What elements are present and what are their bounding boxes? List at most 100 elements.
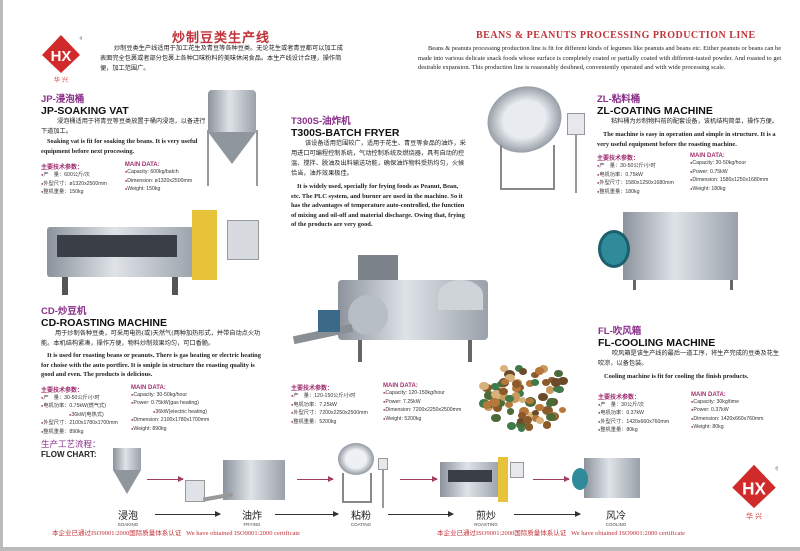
t300s-cn-data: 主要技术参数：产 量：120-150公斤/小时电机功率：7.25kW外型尺寸：7…: [291, 383, 371, 426]
jp-en-data: MAIN DATA:Capacity: 600kg/batchDimension…: [125, 162, 192, 197]
bean: [500, 365, 509, 372]
bean: [519, 407, 530, 416]
flow-frying-image: [185, 455, 295, 510]
jp-en-desc: Soaking vat is fit for soaking the beans…: [41, 138, 198, 155]
bean: [516, 417, 525, 425]
flow-roasting-image: [440, 452, 525, 512]
flow-arrow: [155, 511, 221, 517]
svg-text:®: ®: [775, 465, 778, 472]
t300s-cn-desc: 该设备适用范围较广，适用于花生、青豆等食品的油炸，采用进口可编程控制系统，气动控…: [291, 140, 466, 177]
bean: [496, 399, 506, 407]
cooling-machine-image: [598, 210, 743, 292]
hx-logo-icon: HX 华 兴 ®: [732, 464, 780, 520]
jp-cn-data: 主要技术参数：产 量：600公斤/次外型尺寸：ø1320x2500mm整机重量：…: [41, 162, 107, 197]
bean: [542, 421, 552, 429]
bean: [504, 400, 514, 409]
flow-arrow: [275, 511, 339, 517]
flow-chart-title: 生产工艺流程： FLOW CHART:: [41, 440, 101, 459]
bean: [531, 371, 539, 378]
fl-en-data: MAIN DATA:Capacity: 30kg/timePower: 0.37…: [691, 392, 764, 435]
flow-arrow: [297, 476, 334, 482]
cd-en-name: CD-ROASTING MACHINE: [41, 317, 167, 329]
bean: [524, 423, 534, 431]
bean: [535, 403, 545, 412]
bean: [535, 366, 545, 375]
bean: [479, 381, 489, 390]
flow-arrow: [514, 511, 581, 517]
bean: [518, 368, 527, 376]
jp-cn-desc: 浸泡桶适用于将青豆等豆类放置于桶内浸泡，以备进行下道加工。: [41, 118, 206, 135]
bean: [491, 390, 502, 400]
bean: [546, 412, 556, 421]
fl-en-name: FL-COOLING MACHINE: [598, 337, 716, 349]
cd-section: CD-炒豆机 CD-ROASTING MACHINE 用于炒制各种豆类，可采用电…: [41, 303, 269, 436]
cd-en-desc: It is used for roasting beans or peanuts…: [41, 352, 261, 378]
coated-beans-image: [478, 360, 572, 432]
bean: [505, 373, 516, 383]
t300s-en-data: MAIN DATA:Capacity: 120-150kg/hourPower:…: [383, 383, 461, 426]
bean: [497, 380, 505, 387]
zl-en-desc: The machine is easy in operation and sim…: [597, 131, 776, 148]
t300s-cn-name: T300S-油炸机: [291, 116, 351, 127]
bean: [489, 397, 500, 407]
svg-text:HX: HX: [742, 478, 766, 498]
fl-cn-desc: 吹风箱是该生产线的最后一道工序，将生产完成的豆类及花生吹凉，以备包装。: [598, 350, 780, 367]
bean: [531, 409, 539, 416]
t300s-data: 主要技术参数：产 量：120-150公斤/小时电机功率：7.25kW外型尺寸：7…: [291, 383, 461, 426]
en-intro: Beans & peanuts processing production li…: [418, 45, 782, 71]
bean: [499, 387, 508, 395]
hx-logo-icon: HX华 兴®: [42, 35, 84, 84]
zl-cn-data: 主要技术参数：产 量：30-50公斤/小时电机功率：0.75kW外型尺寸：158…: [597, 153, 682, 196]
soaking-vat-image: [205, 90, 260, 186]
bean: [518, 397, 527, 404]
fl-en-desc: Cooling machine is fit for cooling the f…: [604, 373, 749, 380]
jp-section: JP-浸泡桶 JP-SOAKING VAT 浸泡桶适用于将青豆等豆类放置于桶内浸…: [41, 91, 206, 197]
svg-text:HX: HX: [51, 48, 72, 65]
flow-coating-image: [338, 443, 388, 511]
flow-soaking-image: [113, 448, 141, 503]
fl-cn-name: FL-吹风箱: [598, 326, 642, 337]
bean: [538, 393, 548, 402]
bean: [511, 379, 522, 389]
bean: [509, 393, 521, 404]
fl-cn-data: 主要技术参数：产 量：30公斤/次电机功率：0.37kW外型尺寸：1420x66…: [598, 392, 683, 435]
bean: [501, 378, 509, 386]
bean: [515, 420, 527, 430]
zl-en-data: MAIN DATA:Capacity: 30-50kg/hourPower: 0…: [690, 153, 768, 196]
fl-section: FL-吹风箱 FL-COOLING MACHINE 吹风箱是该生产线的最后一道工…: [598, 323, 783, 435]
bean: [541, 406, 553, 416]
zl-section: ZL-粘料桶 ZL-COATING MACHINE 粘料桶为炒制物料前的配套设备…: [597, 91, 782, 196]
cd-en-data: MAIN DATA:Capacity: 30-50kg/hourPower: 0…: [131, 385, 209, 437]
t300s-en-name: T300S-BATCH FRYER: [291, 127, 400, 139]
bean: [541, 379, 550, 386]
bean: [491, 383, 499, 390]
svg-text:华 兴: 华 兴: [54, 76, 68, 83]
brand-logo-bottom: HX 华 兴 ®: [730, 462, 780, 524]
cd-cn-name: CD-炒豆机: [41, 306, 87, 317]
bean: [557, 377, 568, 386]
flow-arrow: [147, 476, 184, 482]
flow-cooling-image: [572, 458, 640, 503]
bean: [492, 403, 503, 412]
cd-cn-desc: 用于炒制各种豆类，可采用电热(或)天然气(两种加热形式，并带自动点火功能。本机结…: [41, 330, 261, 347]
zl-cn-desc: 粘料桶为炒制物料前的配套设备，该机结构简单，操作方便。: [611, 118, 779, 125]
svg-text:华 兴: 华 兴: [746, 511, 762, 520]
coating-machine-image: [478, 76, 585, 197]
cd-cn-data: 主要技术参数：产 量：30-50公斤/小时电机功率：0.75kW(燃气式)36k…: [41, 385, 121, 437]
bean: [506, 408, 515, 415]
bean: [526, 380, 534, 387]
en-title: BEANS & PEANUTS PROCESSING PRODUCTION LI…: [476, 30, 756, 41]
bean: [499, 393, 509, 401]
bean: [536, 417, 545, 424]
bean: [531, 415, 540, 423]
bean: [558, 407, 567, 414]
bean: [484, 391, 495, 400]
zl-en-name: ZL-COATING MACHINE: [597, 105, 713, 117]
bean: [526, 398, 534, 405]
batch-fryer-image: [288, 250, 503, 370]
